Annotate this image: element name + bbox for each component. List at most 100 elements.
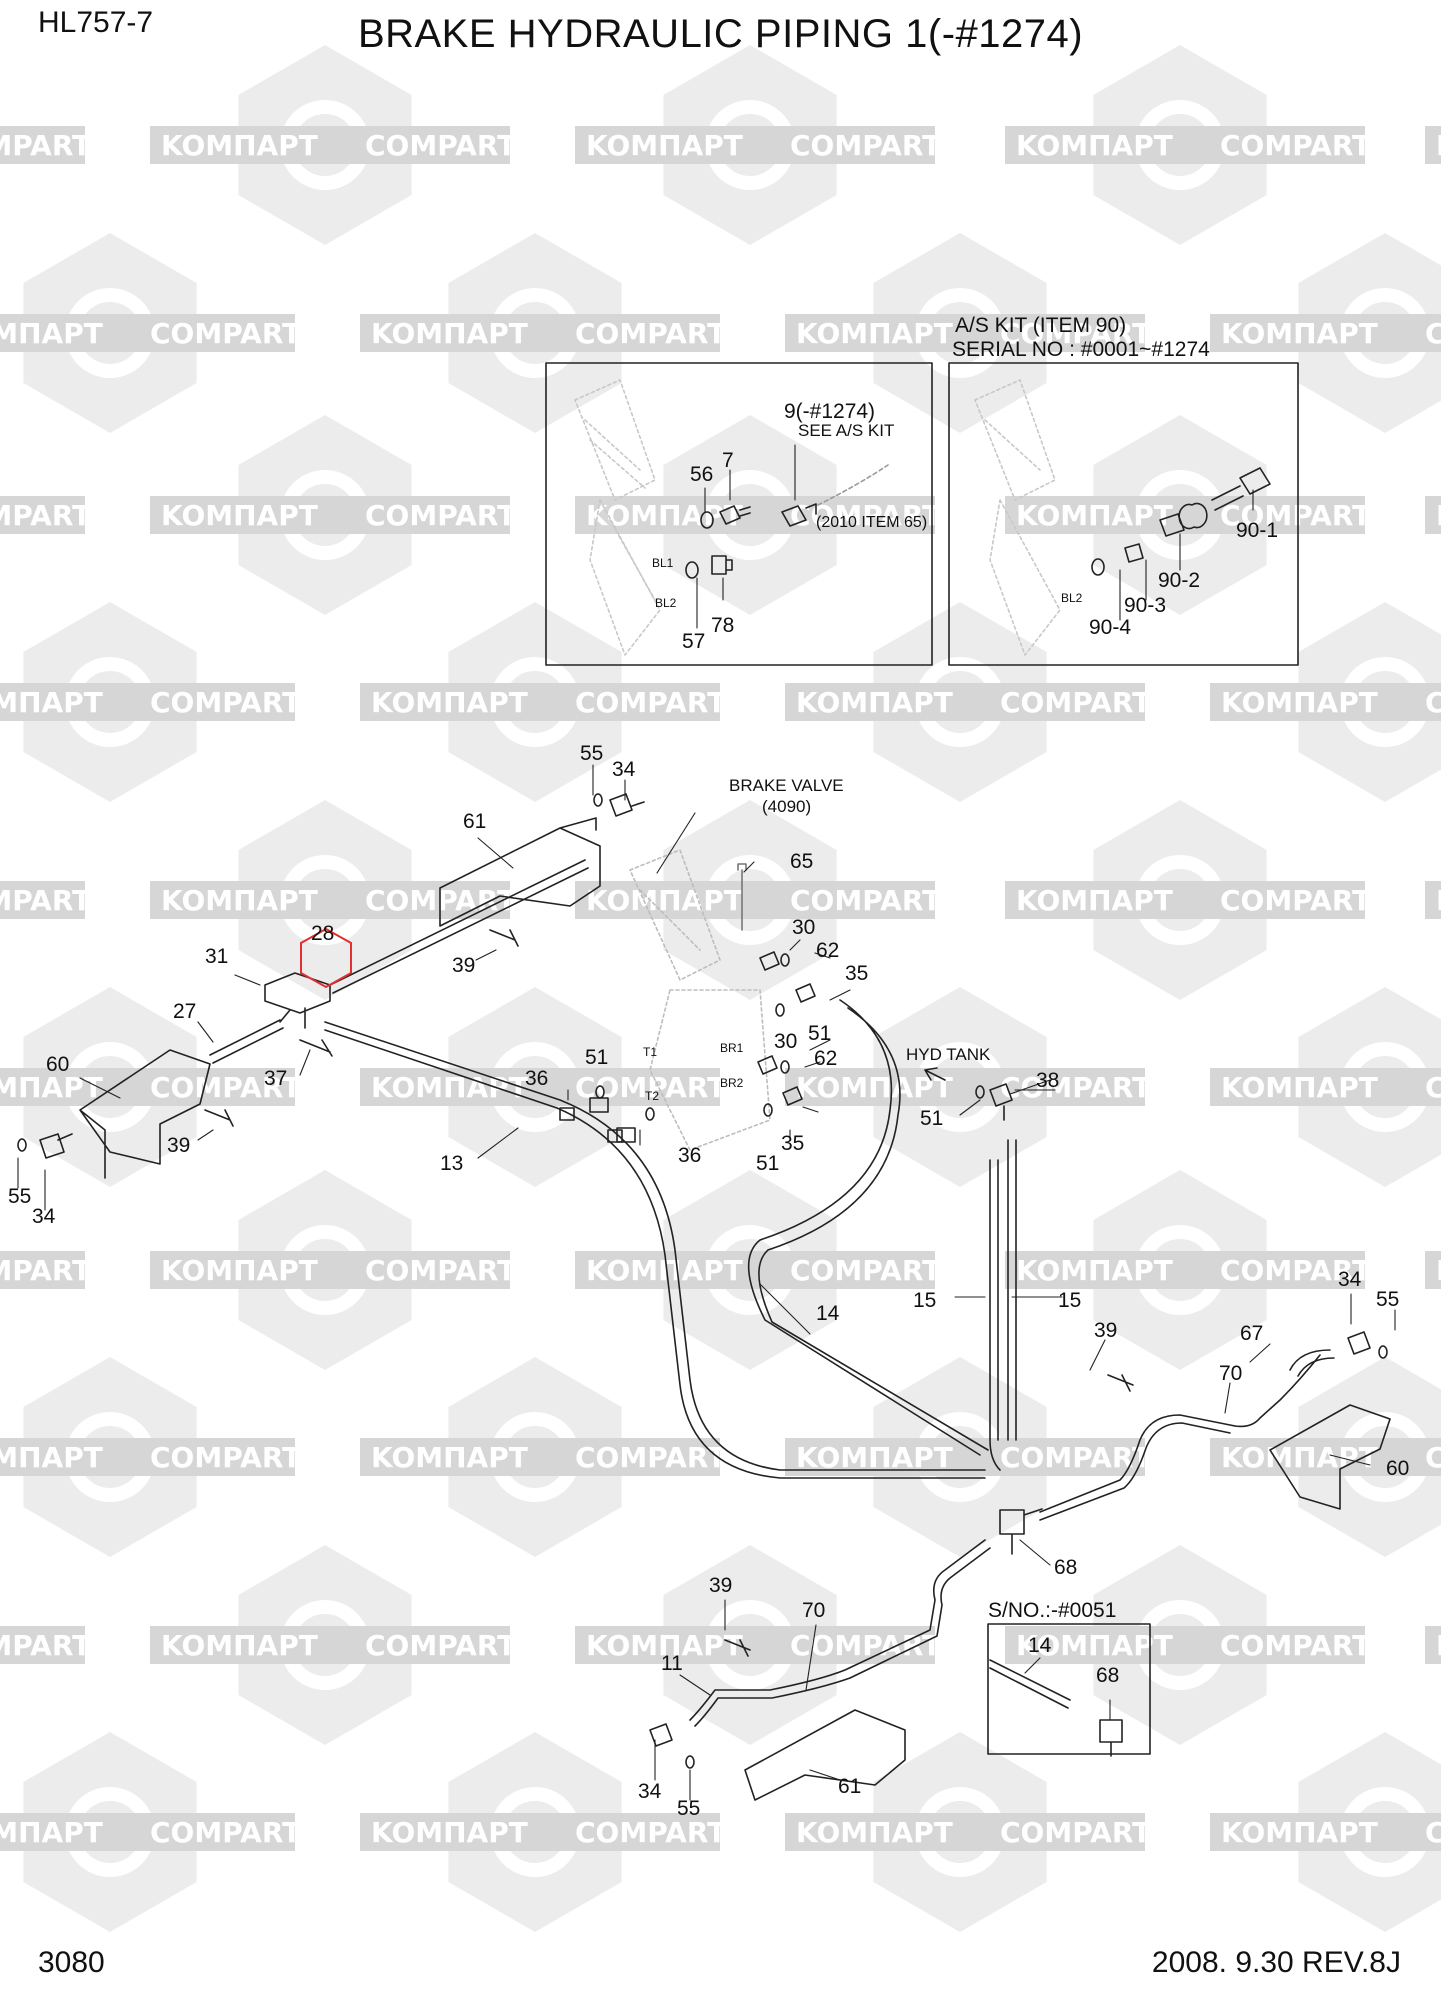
watermark-band <box>1005 1626 1365 1664</box>
part-label-30: 30 <box>774 1030 797 1053</box>
watermark-text-a: KOMПAPT <box>586 1629 743 1662</box>
watermark-text-a: KOMПAPT <box>1221 1816 1378 1849</box>
watermark-text-b: COMPART <box>365 129 516 162</box>
inset-label-57: 57 <box>682 630 705 653</box>
bracket-60-left <box>79 1049 211 1179</box>
part-label-11: 11 <box>661 1652 683 1675</box>
watermark-band <box>0 1438 295 1476</box>
watermark-text-a: KOMПAPT <box>371 317 528 350</box>
inset-label-bl2: BL2 <box>655 596 677 610</box>
brake-valve-number: (4090) <box>762 797 811 816</box>
watermark-text-a: KOMПAPT <box>0 1441 103 1474</box>
watermark-band <box>0 1251 85 1289</box>
watermark-band <box>785 1813 1145 1851</box>
washer-56 <box>700 511 714 529</box>
sn-box-label-68: 68 <box>1096 1664 1119 1687</box>
switch-9 <box>781 503 817 527</box>
watermark-band <box>1210 314 1441 352</box>
watermark-band <box>0 1626 85 1664</box>
watermark-text-a: KOMПAPT <box>371 1816 528 1849</box>
part-label-38: 38 <box>1036 1069 1059 1092</box>
watermark-text-b: COMPART <box>365 499 516 532</box>
part-label-39: 39 <box>452 954 475 977</box>
part-label-55: 55 <box>677 1797 700 1820</box>
watermark-band <box>785 683 1145 721</box>
watermark-text-a: KOMПAPT <box>1436 1629 1441 1662</box>
watermark-band <box>785 314 1145 352</box>
watermark-text-a: KOMПAPT <box>796 686 953 719</box>
part-label-51: 51 <box>920 1107 943 1130</box>
part-label-34: 34 <box>638 1780 662 1803</box>
fitting-7 <box>719 505 751 525</box>
watermark-text-a: KOMПAPT <box>1016 884 1173 917</box>
sn-box-label-14: 14 <box>1028 1634 1052 1657</box>
inset-note-line2: SEE A/S KIT <box>798 421 894 440</box>
inset-right-title-line1: A/S KIT (ITEM 90) <box>955 314 1126 337</box>
watermark-band <box>575 881 935 919</box>
bolt-39-lower <box>724 1639 751 1657</box>
watermark-text-a: KOMПAPT <box>586 1254 743 1287</box>
inset-label-90-1: 90-1 <box>1236 519 1278 542</box>
watermark-text-b: COMPART <box>1220 1629 1371 1662</box>
watermark-text-a: KOMПAPT <box>371 1441 528 1474</box>
watermark-text-a: KOMПAPT <box>1016 129 1173 162</box>
watermark-text-b: COMPART <box>790 1254 941 1287</box>
bracket-61-top <box>439 817 601 927</box>
watermark-text-b: COMPART <box>1425 317 1441 350</box>
oring-55-right <box>1378 1345 1388 1359</box>
bolt-39-upper <box>489 929 519 947</box>
pipes-15 <box>989 1139 1017 1471</box>
part-label-60: 60 <box>46 1053 69 1076</box>
part-label-15: 15 <box>913 1289 936 1312</box>
highlighted-label-28: 28 <box>311 922 334 945</box>
watermark-band <box>150 1251 510 1289</box>
watermark-text-a: KOMПAPT <box>1016 1629 1173 1662</box>
washer-57 <box>685 561 699 579</box>
bracket-61-lower <box>744 1709 906 1801</box>
pipe-67 <box>1289 1349 1335 1377</box>
elbow-34-left <box>39 1133 73 1159</box>
watermark-text-b: COMPART <box>1425 686 1441 719</box>
watermark-band <box>1425 126 1441 164</box>
watermark-text-a: KOMПAPT <box>1221 686 1378 719</box>
watermark-text-a: KOMПAPT <box>796 317 953 350</box>
watermark-text-b: COMPART <box>1220 1254 1371 1287</box>
inset-note-line1: 9(-#1274) <box>784 400 875 423</box>
watermark-text-b: COMPART <box>1000 1816 1151 1849</box>
watermark-band <box>575 1626 935 1664</box>
watermark-text-b: COMPART <box>575 317 726 350</box>
pipe-27 <box>209 1019 284 1064</box>
valve-fittings <box>559 863 816 1143</box>
watermark-text-a: KOMПAPT <box>1221 317 1378 350</box>
watermark-text-a: KOMПAPT <box>586 884 743 917</box>
watermark-band <box>575 496 935 534</box>
part-label-51: 51 <box>585 1046 608 1069</box>
watermark-band <box>1005 126 1365 164</box>
watermark-text-b: COMPART <box>575 1441 726 1474</box>
watermark-text-b: COMPART <box>1000 1071 1151 1104</box>
inset-left-leaders <box>696 444 796 629</box>
watermark-band <box>1005 881 1365 919</box>
bolt-37 <box>299 1039 333 1057</box>
hyd-tank-fittings <box>924 1067 1013 1121</box>
fitting-78 <box>711 555 733 575</box>
watermark-band <box>360 314 720 352</box>
part-label-13: 13 <box>440 1152 463 1175</box>
part-label-39: 39 <box>709 1574 732 1597</box>
inset-right-title-line2: SERIAL NO : #0001~#1274 <box>952 338 1210 361</box>
watermark-band <box>785 1068 1145 1106</box>
oring-55-top <box>593 793 603 807</box>
watermark-band <box>1210 1813 1441 1851</box>
part-label-68: 68 <box>1054 1556 1077 1579</box>
part-label-14: 14 <box>816 1302 840 1325</box>
watermark-text-a: KOMПAPT <box>796 1816 953 1849</box>
inset-label-56: 56 <box>690 463 713 486</box>
inset-right-parts <box>1091 467 1271 576</box>
watermark-text-a: KOMПAPT <box>1436 1254 1441 1287</box>
watermark-text-b: COMPART <box>365 1629 516 1662</box>
watermark-text-a: KOMПAPT <box>371 686 528 719</box>
watermark-band <box>360 1438 720 1476</box>
